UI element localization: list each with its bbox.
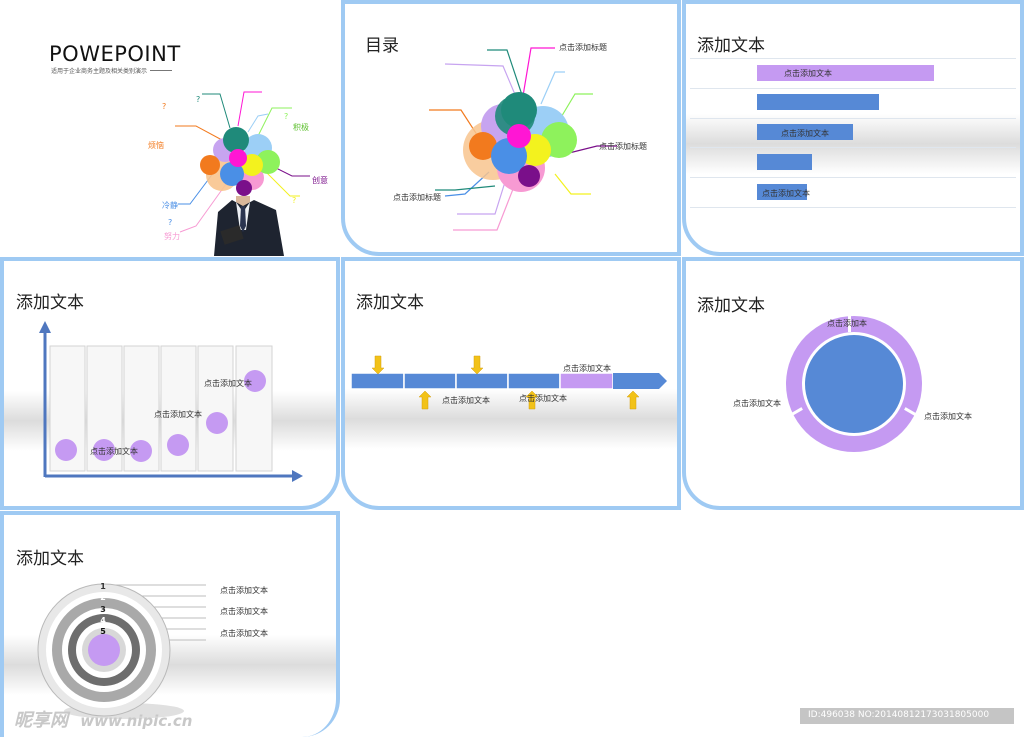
bar-row-rule-6	[690, 207, 1016, 208]
bar-2[interactable]	[757, 94, 879, 110]
ring-number-2: 2	[100, 593, 106, 602]
bar-1[interactable]	[757, 65, 934, 81]
ring-number-4: 4	[100, 616, 106, 625]
bar-3[interactable]	[757, 124, 853, 140]
target-label-1[interactable]: 点击添加文本	[220, 586, 268, 595]
bar-label-5: 点击添加文本	[762, 189, 810, 198]
bar-5[interactable]	[757, 184, 807, 200]
label-q1: ?	[162, 102, 167, 111]
column-label-1[interactable]: 点击添加文本	[90, 447, 138, 456]
ring-label-left[interactable]: 点击添加文本	[733, 399, 781, 408]
slide-7-title: 添加文本	[16, 549, 84, 569]
bar-row-rule-3	[690, 118, 1016, 119]
timeline-label-mid[interactable]: 点击添加文本	[442, 396, 490, 405]
slide-2-title: 目录	[365, 36, 399, 56]
target-label-2[interactable]: 点击添加文本	[220, 607, 268, 616]
label-chuangyi: 创意	[312, 176, 328, 185]
label-jiji: 积极	[293, 123, 309, 132]
bar-row-rule-2	[690, 88, 1016, 89]
timeline-graphic	[350, 355, 667, 410]
column-label-2[interactable]: 点击添加文本	[154, 410, 202, 419]
slide-1-cover[interactable]: POWEPOINT 适用于企业商务主题及相关类别演示	[0, 0, 340, 256]
slide-5-sheen	[345, 389, 677, 449]
ring-graphic	[786, 316, 922, 452]
ring-number-5: 5	[100, 627, 106, 636]
bar-row-rule-5	[690, 177, 1016, 178]
watermark-logo: 昵享网 www.nipic.cn	[14, 706, 192, 732]
ring-number-1: 1	[100, 582, 106, 591]
cover-title: POWEPOINT	[49, 42, 181, 66]
slide-3-sheen	[686, 114, 1020, 174]
target-label-3[interactable]: 点击添加文本	[220, 629, 268, 638]
contents-balloons-graphic	[429, 47, 617, 231]
contents-label-left[interactable]: 点击添加标题	[393, 193, 441, 202]
slide-6-ring[interactable]: 添加文本 点击添加本 点击添加文本 点击添加文本	[682, 257, 1024, 510]
label-lengjing: 冷静	[162, 201, 178, 210]
slide-5-timeline[interactable]: 添加文本 点击添加文本 点击添加文本 点击添加文本	[341, 257, 681, 510]
watermark-id: ID:496038 NO:20140812173031805000	[808, 710, 990, 720]
columns-chart	[39, 321, 303, 482]
slide-4-title: 添加文本	[16, 293, 84, 313]
target-graphic: 1 2 3 4 5	[37, 582, 206, 719]
ring-label-top[interactable]: 点击添加本	[827, 319, 867, 328]
column-label-3[interactable]: 点击添加文本	[204, 379, 252, 388]
label-q4: ?	[292, 196, 297, 205]
head-balloons-graphic	[175, 91, 310, 256]
cover-subtitle-rule	[150, 70, 172, 71]
slide-3-title: 添加文本	[697, 36, 765, 56]
label-q2: ?	[196, 95, 201, 104]
timeline-label-top[interactable]: 点击添加文本	[563, 364, 611, 373]
slide-2-contents[interactable]: 目录 点击添加标题 点击添加标题 点击添加标题	[341, 0, 681, 256]
bar-row-rule-1	[690, 58, 1016, 59]
ring-label-right[interactable]: 点击添加文本	[924, 412, 972, 421]
watermark-url: www.nipic.cn	[80, 712, 193, 730]
cover-subtitle: 适用于企业商务主题及相关类别演示	[51, 68, 148, 75]
slide-6-title: 添加文本	[697, 296, 765, 316]
bar-label-1: 点击添加文本	[784, 69, 832, 78]
label-fan: 烦恼	[148, 141, 164, 150]
label-nuli: 努力	[164, 232, 180, 241]
bar-4[interactable]	[757, 154, 812, 170]
slide-3-bars[interactable]: 添加文本 点击添加文本 点击添加文本 点击添加文本	[682, 0, 1024, 256]
label-q5: ?	[168, 218, 173, 227]
slide-4-columns[interactable]: 添加文本 点击添加文本 点击添加文本 点击添加文本	[0, 257, 340, 510]
contents-label-top[interactable]: 点击添加标题	[559, 43, 607, 52]
label-q3: ?	[284, 112, 289, 121]
bar-label-3: 点击添加文本	[781, 129, 829, 138]
ring-number-3: 3	[100, 605, 106, 614]
bar-row-rule-4	[690, 147, 1016, 148]
watermark-id-bar: ID:496038 NO:20140812173031805000	[800, 708, 1014, 724]
slide-5-title: 添加文本	[356, 293, 424, 313]
watermark-logo-text: 昵享网	[14, 710, 68, 731]
timeline-label-right[interactable]: 点击添加文本	[519, 394, 567, 403]
slide-7-target[interactable]: 添加文本 1 2 3 4 5 点击添加文本 点击添加文本 点击添加文本	[0, 511, 340, 737]
contents-label-right[interactable]: 点击添加标题	[599, 142, 647, 151]
